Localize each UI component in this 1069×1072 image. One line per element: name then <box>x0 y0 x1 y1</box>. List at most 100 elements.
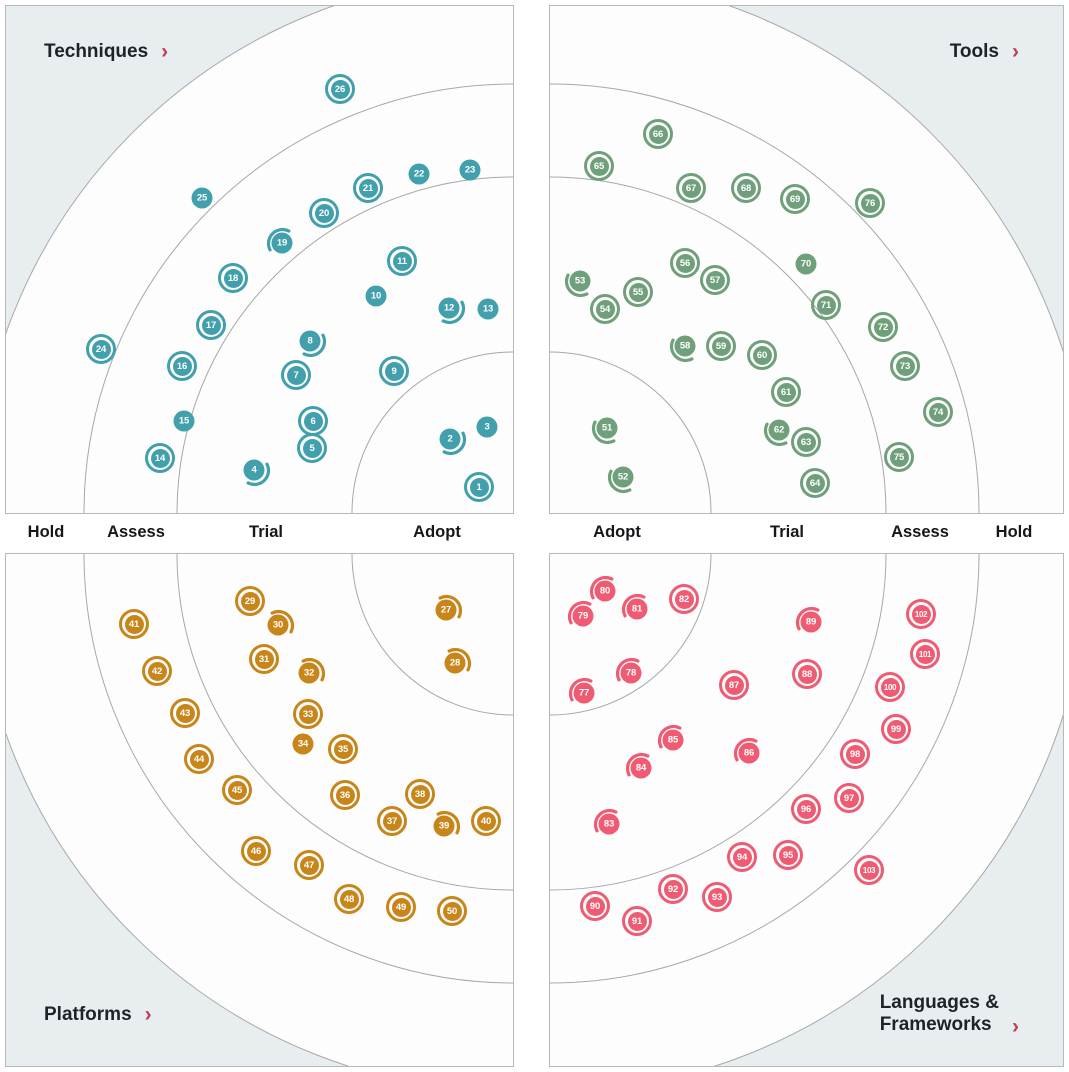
blip-11[interactable]: 11 <box>387 246 417 276</box>
blip-78[interactable]: 78 <box>615 657 642 684</box>
blip-80[interactable]: 80 <box>589 575 616 602</box>
blip-45[interactable]: 45 <box>222 775 252 805</box>
blip-90[interactable]: 90 <box>580 891 610 921</box>
blip-77[interactable]: 77 <box>568 677 595 704</box>
blip-21[interactable]: 21 <box>353 173 383 203</box>
blip-67[interactable]: 67 <box>676 173 706 203</box>
blip-8[interactable]: 8 <box>299 330 326 357</box>
blip-48[interactable]: 48 <box>334 884 364 914</box>
blip-92[interactable]: 92 <box>658 874 688 904</box>
blip-83[interactable]: 83 <box>593 808 620 835</box>
blip-63[interactable]: 63 <box>791 427 821 457</box>
blip-65[interactable]: 65 <box>584 151 614 181</box>
blip-100[interactable]: 100 <box>875 672 905 702</box>
blip-25[interactable]: 25 <box>191 187 213 209</box>
blip-30[interactable]: 30 <box>267 609 294 636</box>
blip-39[interactable]: 39 <box>433 810 460 837</box>
blip-40[interactable]: 40 <box>471 806 501 836</box>
blip-10[interactable]: 10 <box>365 285 387 307</box>
blip-4[interactable]: 4 <box>243 459 270 486</box>
blip-82[interactable]: 82 <box>669 584 699 614</box>
blip-99[interactable]: 99 <box>881 714 911 744</box>
blip-50[interactable]: 50 <box>437 896 467 926</box>
blip-54[interactable]: 54 <box>590 294 620 324</box>
blip-7[interactable]: 7 <box>281 360 311 390</box>
blip-20[interactable]: 20 <box>309 198 339 228</box>
blip-36[interactable]: 36 <box>330 780 360 810</box>
blip-49[interactable]: 49 <box>386 892 416 922</box>
blip-14[interactable]: 14 <box>145 443 175 473</box>
blip-16[interactable]: 16 <box>167 351 197 381</box>
blip-52[interactable]: 52 <box>607 466 634 493</box>
blip-42[interactable]: 42 <box>142 656 172 686</box>
blip-1[interactable]: 1 <box>464 472 494 502</box>
blip-84[interactable]: 84 <box>625 752 652 779</box>
blip-43[interactable]: 43 <box>170 698 200 728</box>
blip-37[interactable]: 37 <box>377 806 407 836</box>
blip-103[interactable]: 103 <box>854 855 884 885</box>
blip-3[interactable]: 3 <box>476 416 498 438</box>
blip-17[interactable]: 17 <box>196 310 226 340</box>
blip-29[interactable]: 29 <box>235 586 265 616</box>
blip-98[interactable]: 98 <box>840 739 870 769</box>
blip-15[interactable]: 15 <box>173 410 195 432</box>
quadrant-title-languages-frameworks[interactable]: Languages & Frameworks › <box>880 992 1019 1037</box>
blip-19[interactable]: 19 <box>266 227 293 254</box>
blip-47[interactable]: 47 <box>294 850 324 880</box>
blip-93[interactable]: 93 <box>702 882 732 912</box>
blip-96[interactable]: 96 <box>791 794 821 824</box>
blip-68[interactable]: 68 <box>731 173 761 203</box>
blip-72[interactable]: 72 <box>868 312 898 342</box>
blip-5[interactable]: 5 <box>297 433 327 463</box>
blip-91[interactable]: 91 <box>622 906 652 936</box>
blip-74[interactable]: 74 <box>923 397 953 427</box>
blip-18[interactable]: 18 <box>218 263 248 293</box>
blip-22[interactable]: 22 <box>408 163 430 185</box>
blip-101[interactable]: 101 <box>910 639 940 669</box>
blip-71[interactable]: 71 <box>811 290 841 320</box>
blip-27[interactable]: 27 <box>435 594 462 621</box>
blip-58[interactable]: 58 <box>669 335 696 362</box>
blip-70[interactable]: 70 <box>795 253 817 275</box>
blip-51[interactable]: 51 <box>591 417 618 444</box>
blip-59[interactable]: 59 <box>706 331 736 361</box>
blip-53[interactable]: 53 <box>564 270 591 297</box>
blip-94[interactable]: 94 <box>727 842 757 872</box>
blip-95[interactable]: 95 <box>773 840 803 870</box>
blip-69[interactable]: 69 <box>780 184 810 214</box>
blip-97[interactable]: 97 <box>834 783 864 813</box>
blip-87[interactable]: 87 <box>719 670 749 700</box>
blip-81[interactable]: 81 <box>621 593 648 620</box>
blip-56[interactable]: 56 <box>670 248 700 278</box>
blip-12[interactable]: 12 <box>438 297 465 324</box>
blip-13[interactable]: 13 <box>477 298 499 320</box>
blip-57[interactable]: 57 <box>700 265 730 295</box>
blip-23[interactable]: 23 <box>459 159 481 181</box>
blip-55[interactable]: 55 <box>623 277 653 307</box>
blip-28[interactable]: 28 <box>444 647 471 674</box>
blip-44[interactable]: 44 <box>184 744 214 774</box>
blip-86[interactable]: 86 <box>733 737 760 764</box>
blip-64[interactable]: 64 <box>800 468 830 498</box>
blip-73[interactable]: 73 <box>890 351 920 381</box>
blip-9[interactable]: 9 <box>379 356 409 386</box>
quadrant-title-platforms[interactable]: Platforms › <box>44 1003 152 1026</box>
blip-26[interactable]: 26 <box>325 74 355 104</box>
blip-6[interactable]: 6 <box>298 406 328 436</box>
blip-62[interactable]: 62 <box>763 419 790 446</box>
blip-85[interactable]: 85 <box>657 724 684 751</box>
blip-35[interactable]: 35 <box>328 734 358 764</box>
blip-2[interactable]: 2 <box>439 428 466 455</box>
blip-33[interactable]: 33 <box>293 699 323 729</box>
blip-41[interactable]: 41 <box>119 609 149 639</box>
blip-46[interactable]: 46 <box>241 836 271 866</box>
blip-89[interactable]: 89 <box>795 606 822 633</box>
blip-38[interactable]: 38 <box>405 779 435 809</box>
blip-31[interactable]: 31 <box>249 644 279 674</box>
blip-88[interactable]: 88 <box>792 659 822 689</box>
quadrant-title-tools[interactable]: Tools › <box>950 40 1019 63</box>
blip-75[interactable]: 75 <box>884 442 914 472</box>
blip-24[interactable]: 24 <box>86 334 116 364</box>
blip-79[interactable]: 79 <box>567 600 594 627</box>
blip-102[interactable]: 102 <box>906 599 936 629</box>
